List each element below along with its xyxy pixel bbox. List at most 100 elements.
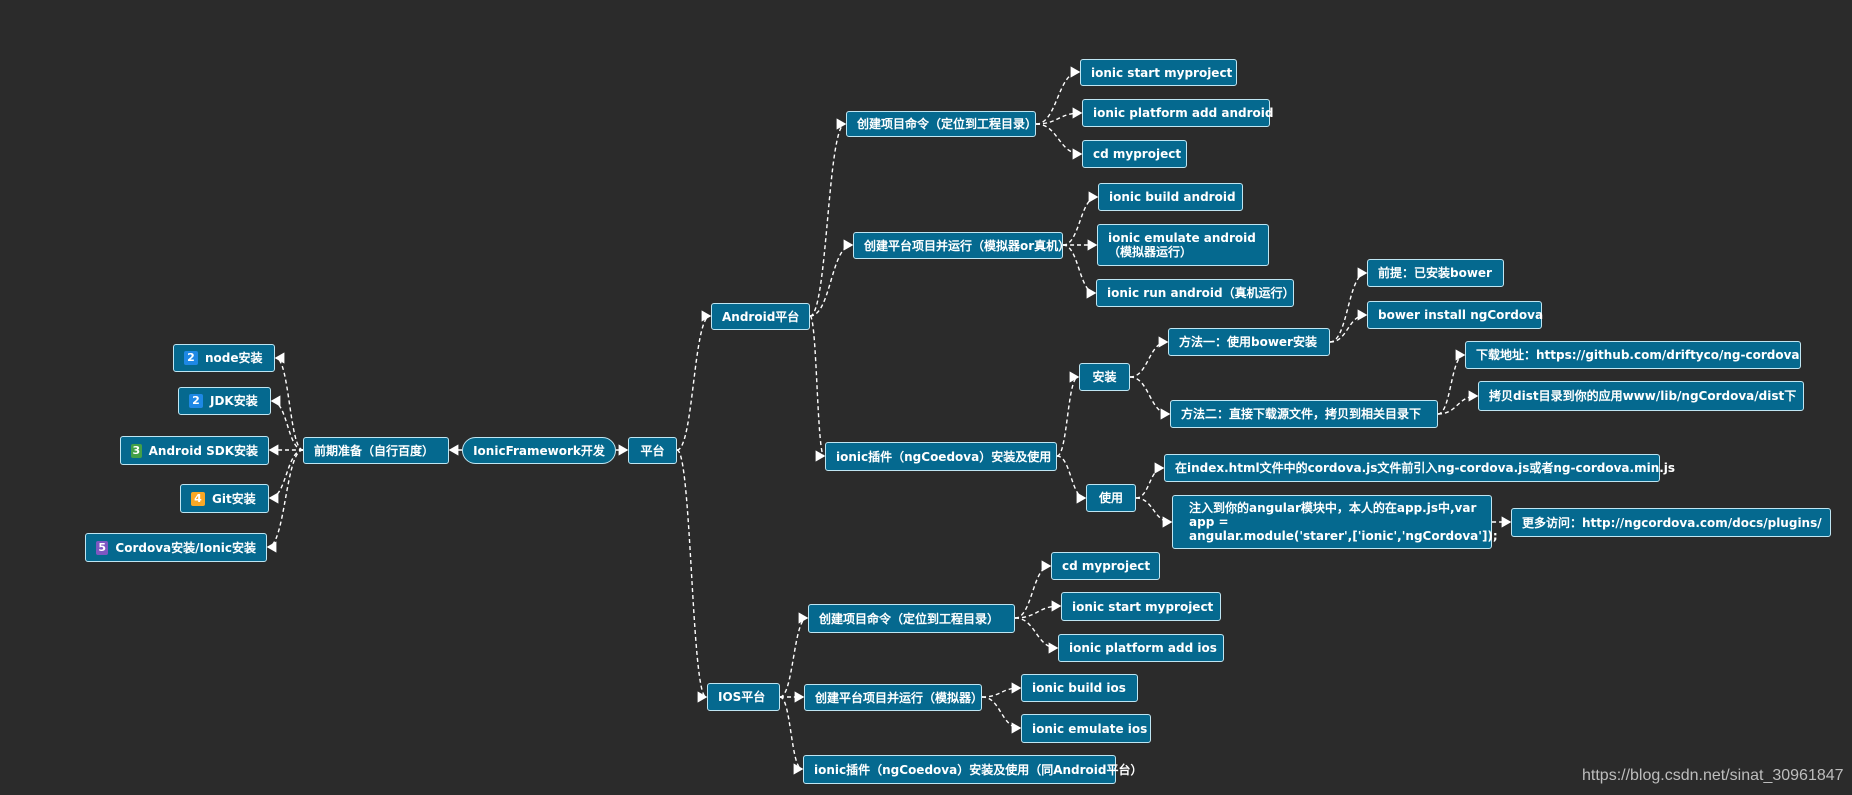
method2-node[interactable]: 方法二：直接下载源文件，拷贝到相关目录下 bbox=[1170, 400, 1438, 428]
command-label: ionic start myproject bbox=[1091, 65, 1233, 80]
plugin-use-node[interactable]: 使用 bbox=[1086, 484, 1136, 512]
connector-edge bbox=[1437, 349, 1466, 415]
ios-plugin-label: ionic插件（ngCoedova）安装及使用（同Android平台） bbox=[814, 762, 1143, 777]
connector-edge bbox=[676, 449, 708, 703]
connector-edge bbox=[1035, 123, 1083, 160]
connector-edge bbox=[1135, 497, 1173, 528]
connector-edge bbox=[1056, 455, 1087, 504]
method2-item[interactable]: 下载地址：https://github.com/driftyco/ng-cord… bbox=[1465, 341, 1801, 369]
method1-node[interactable]: 方法一：使用bower安装 bbox=[1168, 328, 1330, 356]
prep-item-label: JDK安装 bbox=[210, 394, 258, 408]
ios-node[interactable]: IOS平台 bbox=[707, 683, 780, 711]
ios-create-label: 创建项目命令（定位到工程目录） bbox=[819, 611, 1000, 626]
prep-item-node[interactable]: 2 node安装 bbox=[173, 344, 275, 372]
connector-edge bbox=[1035, 66, 1081, 125]
number-2-icon: 2 bbox=[189, 394, 203, 408]
ios-plugin-node[interactable]: ionic插件（ngCoedova）安装及使用（同Android平台） bbox=[803, 755, 1143, 784]
command-label: ionic emulate ios bbox=[1032, 721, 1148, 736]
android-create-item[interactable]: ionic platform add android bbox=[1082, 99, 1274, 127]
prep-item-label: node安装 bbox=[205, 351, 263, 365]
more-link-node[interactable]: 更多访问：http://ngcordova.com/docs/plugins/ bbox=[1511, 508, 1831, 537]
ios-run-item[interactable]: ionic build ios bbox=[1021, 674, 1138, 702]
use-item-label: 注入到你的angular模块中，本人的在app.js中,var app = an… bbox=[1189, 501, 1498, 543]
ios-create-item[interactable]: cd myproject bbox=[1051, 552, 1160, 580]
plugin-install-label: 安装 bbox=[1092, 370, 1117, 384]
number-3-icon: 3 bbox=[131, 443, 142, 458]
ios-create-item[interactable]: ionic start myproject bbox=[1061, 592, 1221, 621]
method2-label: 方法二：直接下载源文件，拷贝到相关目录下 bbox=[1181, 407, 1422, 421]
connector-edge bbox=[1129, 376, 1171, 420]
connector-edge bbox=[809, 118, 847, 317]
ios-run-node[interactable]: 创建平台项目并运行（模拟器） bbox=[804, 684, 983, 711]
connector-edge bbox=[981, 696, 1022, 734]
android-run-node[interactable]: 创建平台项目并运行（模拟器or真机） bbox=[853, 232, 1070, 259]
connector-edge bbox=[1129, 336, 1169, 378]
method1-item-label: bower install ngCordova bbox=[1378, 308, 1544, 322]
connector-edge bbox=[1014, 617, 1059, 654]
connector-edge bbox=[1062, 191, 1099, 246]
command-label: ionic emulate android （模拟器运行） bbox=[1108, 231, 1256, 259]
prep-item-label: Git安装 bbox=[212, 491, 256, 506]
connector-edge bbox=[676, 310, 712, 451]
platform-node[interactable]: 平台 bbox=[628, 437, 677, 464]
android-create-item[interactable]: ionic start myproject bbox=[1080, 59, 1237, 86]
prep-item-label: Android SDK安装 bbox=[148, 443, 258, 458]
connector-edge bbox=[270, 395, 304, 451]
android-plugin-label: ionic插件（ngCoedova）安装及使用 bbox=[836, 449, 1052, 464]
command-label: ionic platform add android bbox=[1093, 106, 1274, 120]
root-node[interactable]: IonicFramework开发 bbox=[462, 437, 616, 464]
prep-item-git[interactable]: 4 Git安装 bbox=[180, 484, 269, 513]
connector-edge bbox=[274, 352, 304, 451]
command-label: ionic build android bbox=[1109, 190, 1236, 204]
root-label: IonicFramework开发 bbox=[473, 443, 605, 458]
prep-label: 前期准备（自行百度） bbox=[314, 443, 435, 458]
prep-item-android-sdk[interactable]: 3 Android SDK安装 bbox=[120, 436, 269, 465]
method1-item[interactable]: bower install ngCordova bbox=[1367, 301, 1544, 329]
number-4-icon: 4 bbox=[191, 491, 205, 506]
ios-create-node[interactable]: 创建项目命令（定位到工程目录） bbox=[808, 604, 1015, 633]
method1-item-label: 前提：已安装bower bbox=[1378, 266, 1492, 280]
method2-item-label: 拷贝dist目录到你的应用www/lib/ngCordova/dist下 bbox=[1489, 389, 1797, 403]
command-label: cd myproject bbox=[1093, 147, 1182, 161]
method1-item[interactable]: 前提：已安装bower bbox=[1367, 259, 1504, 287]
ios-label: IOS平台 bbox=[718, 690, 766, 704]
prep-item-cordova[interactable]: 5 Cordova安装/Ionic安装 bbox=[85, 533, 267, 562]
android-node[interactable]: Android平台 bbox=[711, 303, 810, 330]
ios-run-item[interactable]: ionic emulate ios bbox=[1021, 714, 1151, 743]
method2-item-label: 下载地址：https://github.com/driftyco/ng-cord… bbox=[1476, 348, 1800, 362]
connector-edge bbox=[1062, 244, 1097, 299]
command-label: ionic build ios bbox=[1032, 681, 1126, 695]
watermark: https://blog.csdn.net/sinat_30961847 bbox=[1582, 767, 1844, 784]
plugin-install-node[interactable]: 安装 bbox=[1079, 363, 1130, 391]
platform-label: 平台 bbox=[640, 443, 665, 458]
android-run-item[interactable]: ionic build android bbox=[1098, 183, 1243, 211]
connector-edge bbox=[266, 449, 304, 553]
connector-edge bbox=[1014, 600, 1062, 619]
prep-item-jdk[interactable]: 2 JDK安装 bbox=[178, 387, 271, 415]
prep-node[interactable]: 前期准备（自行百度） bbox=[303, 437, 449, 464]
ios-create-item[interactable]: ionic platform add ios bbox=[1058, 634, 1224, 662]
connector-edge bbox=[809, 315, 826, 462]
android-create-node[interactable]: 创建项目命令（定位到工程目录） bbox=[846, 111, 1038, 137]
android-create-item[interactable]: cd myproject bbox=[1082, 140, 1187, 168]
method1-label: 方法一：使用bower安装 bbox=[1179, 335, 1317, 349]
use-item-inject[interactable]: 注入到你的angular模块中，本人的在app.js中,var app = an… bbox=[1172, 495, 1498, 549]
android-run-item[interactable]: ionic emulate android （模拟器运行） bbox=[1097, 224, 1269, 266]
command-label: ionic start myproject bbox=[1072, 599, 1214, 614]
connector-edge bbox=[1437, 390, 1479, 415]
command-label: cd myproject bbox=[1062, 559, 1151, 573]
connector-edge bbox=[1329, 267, 1368, 343]
use-item[interactable]: 在index.html文件中的cordova.js文件前引入ng-cordova… bbox=[1164, 454, 1675, 482]
command-label: ionic platform add ios bbox=[1069, 641, 1217, 655]
android-plugin-node[interactable]: ionic插件（ngCoedova）安装及使用 bbox=[825, 442, 1057, 471]
method2-item[interactable]: 拷贝dist目录到你的应用www/lib/ngCordova/dist下 bbox=[1478, 381, 1804, 411]
connector-edge bbox=[809, 239, 854, 317]
plugin-use-label: 使用 bbox=[1098, 491, 1123, 505]
android-run-item[interactable]: ionic run android（真机运行） bbox=[1096, 279, 1295, 307]
android-create-label: 创建项目命令（定位到工程目录） bbox=[857, 117, 1038, 131]
connector-edge bbox=[268, 449, 304, 504]
android-label: Android平台 bbox=[722, 309, 800, 324]
android-run-label: 创建平台项目并运行（模拟器or真机） bbox=[864, 238, 1071, 253]
connector-edge bbox=[1329, 309, 1368, 343]
